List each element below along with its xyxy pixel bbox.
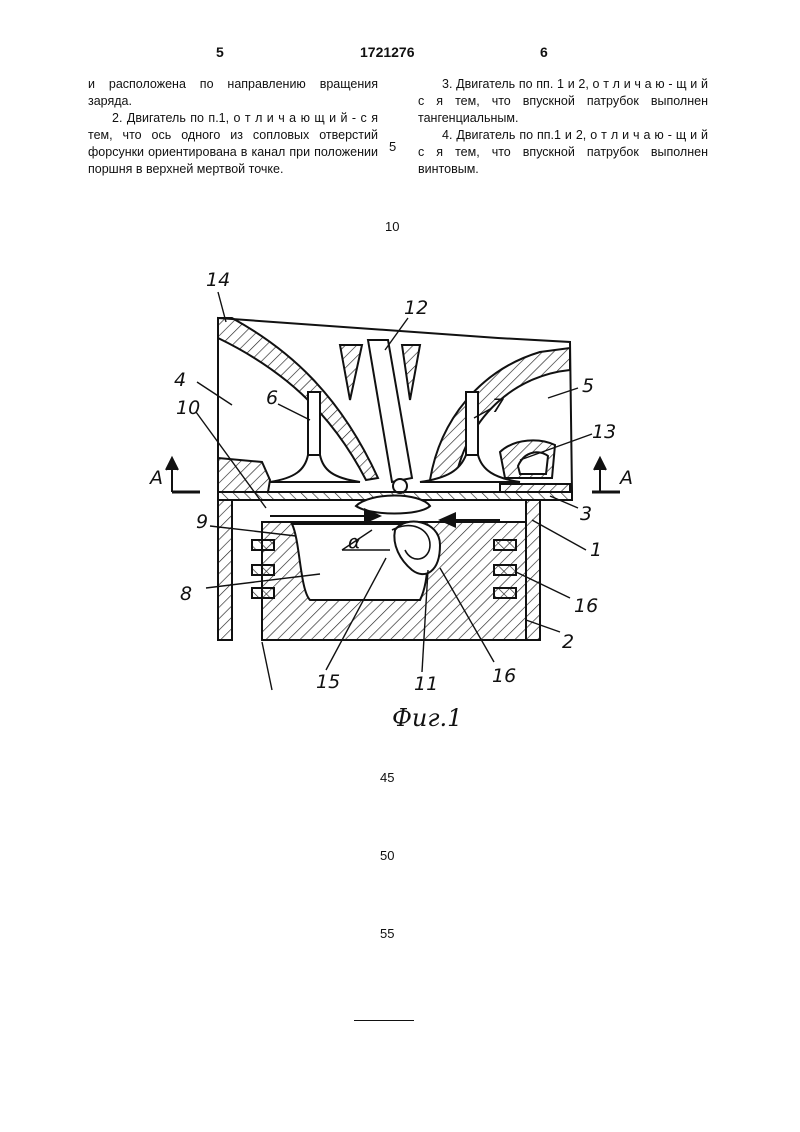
- label-2: 2: [562, 631, 574, 653]
- label-13: 13: [592, 421, 616, 443]
- left-column: и расположена по направлению вращения за…: [88, 76, 378, 178]
- label-3: 3: [580, 503, 592, 525]
- right-column: 3. Двигатель по пп. 1 и 2, о т л и ч а ю…: [418, 76, 708, 178]
- injector-body: [366, 339, 414, 484]
- angle-alpha: α: [348, 531, 361, 553]
- claim-2: 2. Двигатель по п.1, о т л и ч а ю щ и й…: [88, 111, 378, 176]
- label-9: 9: [196, 511, 208, 533]
- line-number-10: 10: [385, 219, 400, 234]
- channel: [393, 520, 442, 576]
- label-1: 1: [590, 539, 602, 561]
- label-12: 12: [404, 297, 428, 319]
- label-7: 7: [492, 395, 504, 417]
- label-10: 10: [176, 397, 200, 419]
- label-16-bottom: 16: [492, 665, 516, 687]
- inlet-port-wall: [217, 317, 380, 482]
- line-number-5: 5: [389, 139, 397, 154]
- head-left-block: [217, 456, 272, 493]
- label-14: 14: [206, 269, 230, 291]
- claim-4: 4. Двигатель по пп.1 и 2, о т л и ч а ю …: [418, 128, 708, 176]
- line-number-50: 50: [380, 848, 395, 863]
- right-page-number: 6: [540, 44, 548, 60]
- claim-3: 3. Двигатель по пп. 1 и 2, о т л и ч а ю…: [418, 77, 708, 125]
- document-number: 1721276: [360, 44, 415, 60]
- label-5: 5: [582, 375, 594, 397]
- label-8: 8: [180, 583, 192, 605]
- figure-caption: Фиг.1: [392, 704, 463, 732]
- cylinder-wall-left: [217, 499, 233, 641]
- line-number-55: 55: [380, 926, 395, 941]
- label-4: 4: [174, 369, 186, 391]
- label-16-right: 16: [574, 595, 598, 617]
- line-number-45: 45: [380, 770, 395, 785]
- claim-continuation: и расположена по направлению вращения за…: [88, 77, 378, 108]
- section-mark-right: A: [618, 467, 633, 489]
- section-mark-left: A: [148, 467, 163, 489]
- left-page-number: 5: [216, 44, 224, 60]
- footer-rule: [354, 1020, 414, 1021]
- label-6: 6: [266, 387, 278, 409]
- label-11: 11: [414, 673, 438, 695]
- label-15: 15: [316, 671, 340, 693]
